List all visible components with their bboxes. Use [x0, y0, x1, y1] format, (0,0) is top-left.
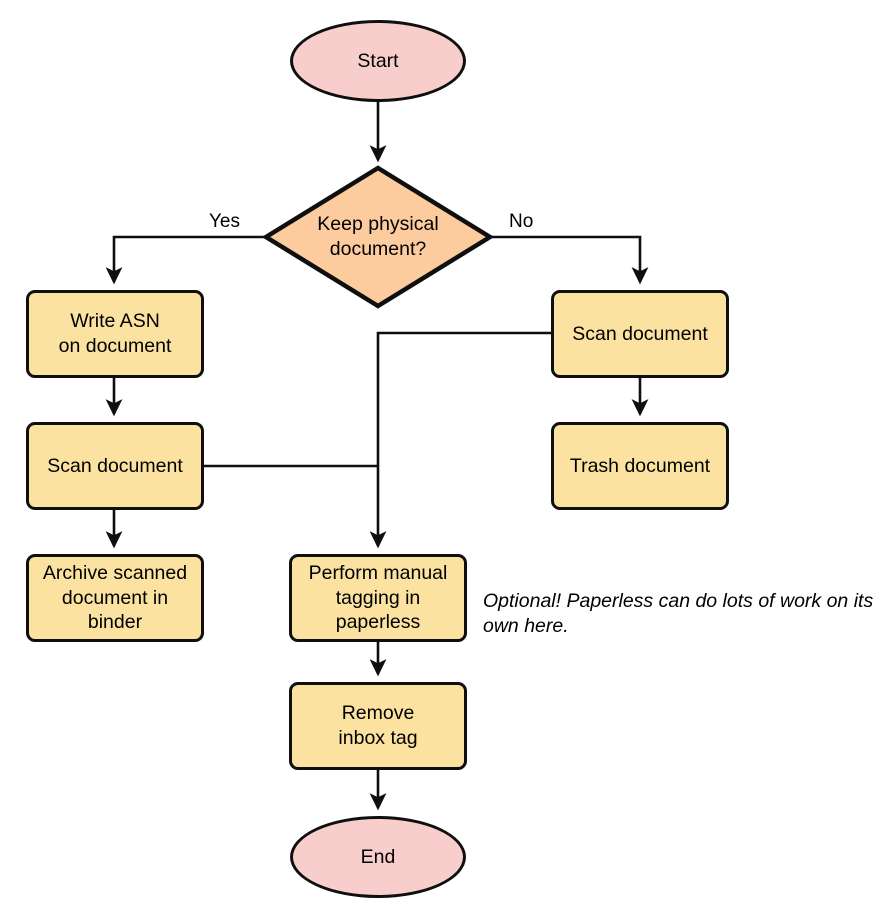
edge-label-no: No	[509, 211, 534, 232]
node-write-asn-on-document[interactable]: Write ASN on document	[26, 290, 204, 378]
node-write-asn-label: Write ASN on document	[58, 310, 172, 357]
node-scan-document-right[interactable]: Scan document	[551, 290, 729, 378]
node-tagging-label: Perform manual tagging in paperless	[308, 561, 448, 634]
node-remove-inbox-tag-label: Remove inbox tag	[338, 702, 418, 749]
node-scan-document-left[interactable]: Scan document	[26, 422, 204, 510]
annotation-optional-note: Optional! Paperless can do lots of work …	[483, 590, 874, 638]
node-scan-document-left-label: Scan document	[47, 454, 183, 477]
node-remove-inbox-tag[interactable]: Remove inbox tag	[289, 682, 467, 770]
node-archive-scanned-document[interactable]: Archive scanned document in binder	[26, 554, 204, 642]
node-decision-keep-physical-document[interactable]: Keep physical document?	[266, 168, 490, 306]
node-end[interactable]: End	[290, 816, 466, 898]
node-trash-document[interactable]: Trash document	[551, 422, 729, 510]
node-start[interactable]: Start	[290, 20, 466, 102]
node-archive-label: Archive scanned document in binder	[42, 561, 188, 634]
node-scan-document-right-label: Scan document	[572, 322, 708, 345]
node-decision-label: Keep physical document?	[317, 213, 439, 260]
node-end-label: End	[360, 845, 396, 868]
node-start-label: Start	[357, 49, 399, 72]
node-perform-manual-tagging[interactable]: Perform manual tagging in paperless	[289, 554, 467, 642]
node-trash-document-label: Trash document	[569, 454, 711, 477]
edge-label-yes: Yes	[209, 211, 240, 232]
